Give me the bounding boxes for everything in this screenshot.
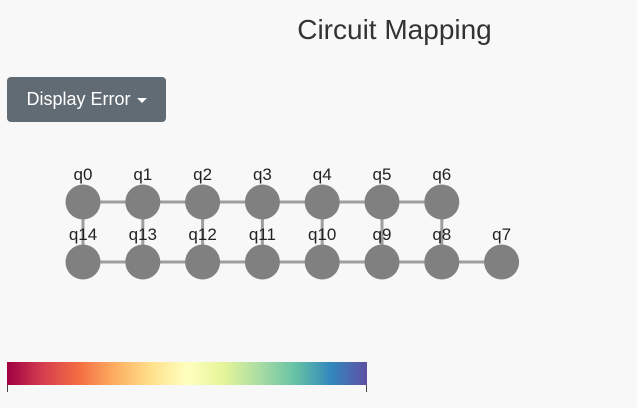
display-error-dropdown-button[interactable]: Display Error — [7, 77, 166, 122]
qubit-label-q10: q10 — [308, 225, 336, 244]
qubit-label-q11: q11 — [249, 225, 276, 244]
qubit-node-q10[interactable] — [304, 244, 340, 280]
qubit-node-q11[interactable] — [244, 244, 280, 280]
qubit-node-q9[interactable] — [364, 244, 400, 280]
qubit-node-q5[interactable] — [364, 184, 400, 220]
qubit-node-q13[interactable] — [125, 244, 161, 280]
qubit-label-q3: q3 — [253, 165, 272, 184]
qubit-node-q2[interactable] — [185, 184, 221, 220]
qubit-node-q0[interactable] — [65, 184, 101, 220]
qubit-label-q4: q4 — [313, 165, 332, 184]
qubit-node-q3[interactable] — [244, 184, 280, 220]
dropdown-label: Display Error — [26, 89, 131, 109]
qubit-node-q14[interactable] — [65, 244, 101, 280]
qubit-node-q1[interactable] — [125, 184, 161, 220]
qubit-label-q7: q7 — [492, 225, 511, 244]
qubit-label-q5: q5 — [373, 165, 392, 184]
qubit-label-q1: q1 — [133, 165, 152, 184]
qubit-coupling-map: q0 q1 q2 q3 q4 q5 q6 q14 q13 q12 q11 q10 q9 q8 q7 — [65, 165, 520, 280]
qubit-node-q7[interactable] — [484, 244, 520, 280]
qubit-node-q8[interactable] — [424, 244, 460, 280]
qubit-label-q9: q9 — [373, 225, 392, 244]
qubit-label-q6: q6 — [432, 165, 451, 184]
qubit-label-q12: q12 — [188, 225, 216, 244]
qubit-node-q12[interactable] — [185, 244, 221, 280]
qubit-node-q4[interactable] — [304, 184, 340, 220]
qubit-label-q8: q8 — [432, 225, 451, 244]
colorbar-tick-left — [7, 385, 8, 392]
error-colorbar — [7, 362, 367, 385]
page-title: Circuit Mapping — [297, 14, 492, 45]
caret-down-icon — [136, 97, 147, 103]
qubit-label-q14: q14 — [69, 225, 97, 244]
qubit-label-q2: q2 — [193, 165, 212, 184]
qubit-node-q6[interactable] — [424, 184, 460, 220]
qubit-label-q13: q13 — [129, 225, 157, 244]
colorbar-tick-right — [366, 385, 367, 392]
qubit-label-q0: q0 — [74, 165, 93, 184]
